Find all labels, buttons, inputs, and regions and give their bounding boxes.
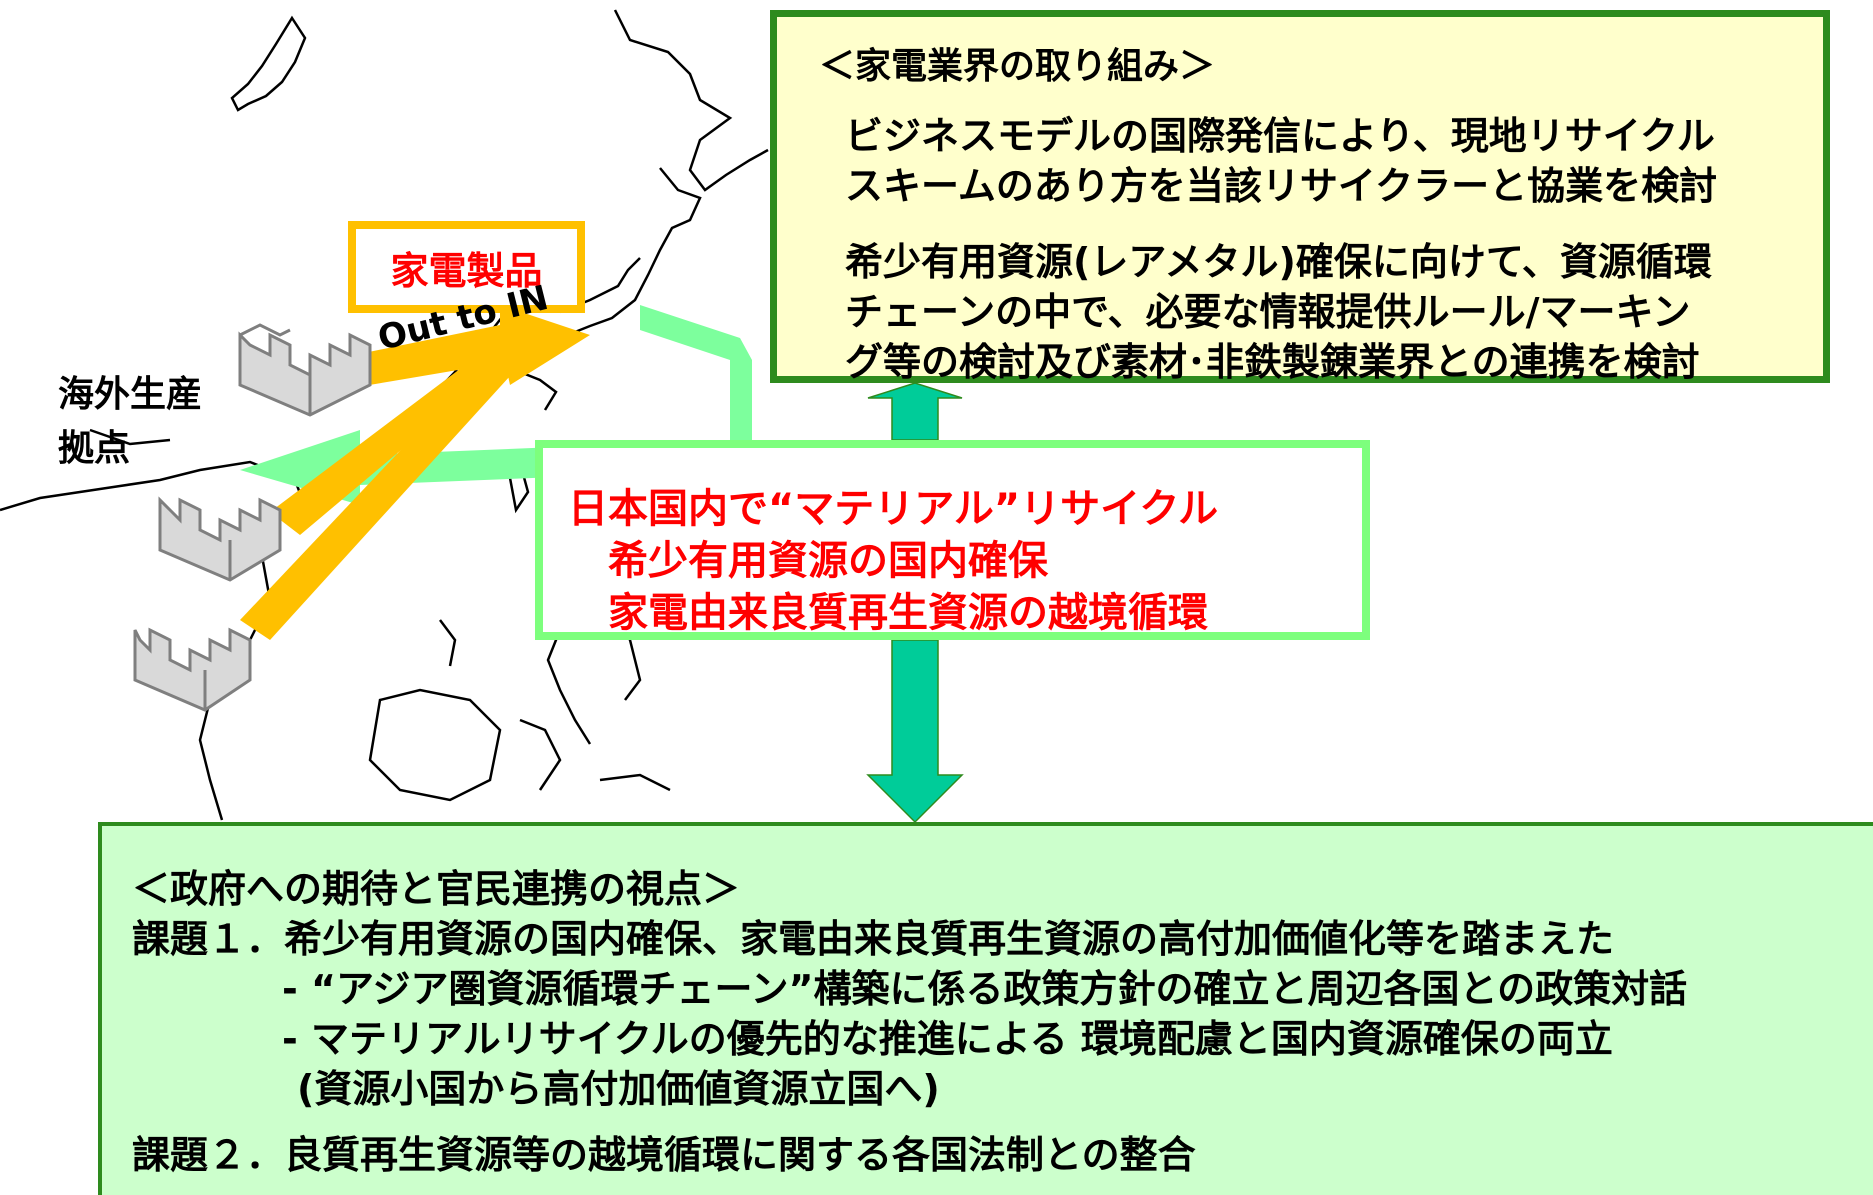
industry-line: スキームのあり方を当該リサイクラーと協業を検討 bbox=[845, 164, 1718, 208]
out-to-in-arrows bbox=[240, 305, 590, 640]
overseas-base-line: 海外生産 bbox=[58, 374, 203, 415]
government-expectations-box: ＜政府への期待と官民連携の視点＞ 課題１．希少有用資源の国内確保、家電由来良質再… bbox=[98, 822, 1873, 1195]
overseas-base-label: 海外生産 拠点 bbox=[58, 368, 202, 476]
industry-initiatives-box: ＜家電業界の取り組み＞ ビジネスモデルの国際発信により、現地リサイクル スキーム… bbox=[770, 10, 1830, 384]
gov-sub-1: - “アジア圏資源循環チェーン”構築に係る政策方針の確立と周辺各国との政策対話 bbox=[282, 967, 1688, 1011]
gov-heading: ＜政府への期待と官民連携の視点＞ bbox=[132, 867, 741, 911]
gov-issue-2: 課題２．良質再生資源等の越境循環に関する各国法制との整合 bbox=[132, 1133, 1196, 1177]
product-label: 家電製品 bbox=[348, 221, 585, 313]
center-line: 家電由来良質再生資源の越境循環 bbox=[608, 590, 1208, 636]
industry-heading: ＜家電業界の取り組み＞ bbox=[819, 46, 1216, 87]
industry-line: ビジネスモデルの国際発信により、現地リサイクル bbox=[845, 114, 1715, 158]
gov-sub-3: (資源小国から高付加価値資源立国へ) bbox=[297, 1067, 940, 1111]
industry-line: チェーンの中で、必要な情報提供ルール/マーキン bbox=[845, 290, 1691, 334]
factory-icon bbox=[158, 496, 282, 582]
teal-arrows bbox=[866, 382, 964, 824]
domestic-recycling-box: 日本国内で“マテリアル”リサイクル 希少有用資源の国内確保 家電由来良質再生資源… bbox=[535, 440, 1370, 640]
factory-icon bbox=[133, 627, 252, 712]
industry-line: 希少有用資源(レアメタル)確保に向けて、資源循環 bbox=[845, 240, 1712, 284]
industry-line: グ等の検討及び素材･非鉄製錬業界との連携を検討 bbox=[845, 340, 1700, 384]
gov-issue-1: 課題１．希少有用資源の国内確保、家電由来良質再生資源の高付加価値化等を踏まえた bbox=[132, 917, 1615, 961]
factory-icon bbox=[238, 323, 372, 417]
gov-sub-2: - マテリアルリサイクルの優先的な推進による 環境配慮と国内資源確保の両立 bbox=[282, 1017, 1613, 1061]
center-line: 希少有用資源の国内確保 bbox=[608, 538, 1048, 584]
center-line: 日本国内で“マテリアル”リサイクル bbox=[568, 486, 1219, 532]
overseas-base-line: 拠点 bbox=[58, 428, 131, 469]
factory-icons bbox=[133, 323, 372, 712]
